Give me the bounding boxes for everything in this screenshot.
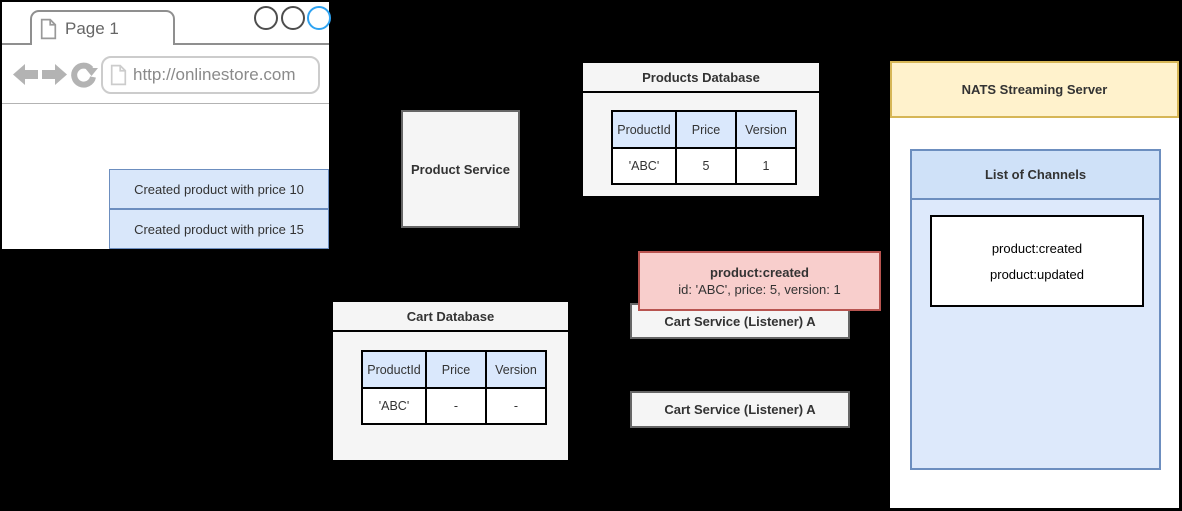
refresh-icon[interactable] bbox=[70, 61, 98, 88]
back-arrow-icon[interactable] bbox=[12, 61, 39, 88]
table-cell: 5 bbox=[675, 147, 737, 185]
table-cell: - bbox=[485, 387, 547, 425]
forward-arrow-icon[interactable] bbox=[41, 61, 68, 88]
channels-container: List of Channels product:created product… bbox=[910, 149, 1161, 470]
tab-label: Page 1 bbox=[65, 18, 119, 38]
table-header-cell: Price bbox=[675, 110, 737, 149]
table-header-cell: ProductId bbox=[361, 350, 427, 389]
table-cell: - bbox=[425, 387, 487, 425]
cart-service-listener-2: Cart Service (Listener) A bbox=[630, 391, 850, 428]
table-row: 'ABC' 5 1 bbox=[611, 147, 797, 185]
table-header-row: ProductId Price Version bbox=[611, 110, 797, 149]
channel-list: product:created product:updated bbox=[930, 215, 1144, 307]
table-header-cell: ProductId bbox=[611, 110, 677, 149]
channel-item: product:updated bbox=[990, 266, 1084, 282]
browser-event-row-1: Created product with price 10 bbox=[109, 169, 329, 209]
browser-event-row-2: Created product with price 15 bbox=[109, 209, 329, 249]
products-database-table: ProductId Price Version 'ABC' 5 1 bbox=[611, 110, 797, 185]
url-text: http://onlinestore.com bbox=[133, 65, 296, 84]
table-cell: 1 bbox=[735, 147, 797, 185]
table-header-row: ProductId Price Version bbox=[361, 350, 547, 389]
products-database-box: Products Database ProductId Price Versio… bbox=[581, 61, 821, 198]
table-header-cell: Price bbox=[425, 350, 487, 389]
window-circle-button-active[interactable] bbox=[307, 6, 331, 30]
nats-panel: NATS Streaming Server List of Channels p… bbox=[890, 61, 1179, 508]
url-bar[interactable]: http://onlinestore.com bbox=[101, 56, 320, 94]
message-title: product:created bbox=[710, 265, 809, 280]
page-icon bbox=[40, 18, 57, 40]
product-service-box: Product Service bbox=[401, 110, 520, 228]
window-circle-button-2[interactable] bbox=[281, 6, 305, 30]
cart-database-table: ProductId Price Version 'ABC' - - bbox=[361, 350, 547, 425]
product-created-message: product:created id: 'ABC', price: 5, ver… bbox=[638, 251, 881, 311]
channels-title: List of Channels bbox=[912, 151, 1159, 200]
channel-item: product:created bbox=[991, 240, 1083, 256]
toolbar-divider bbox=[2, 103, 329, 104]
nats-title: NATS Streaming Server bbox=[890, 61, 1179, 118]
table-header-cell: Version bbox=[735, 110, 797, 149]
message-body: id: 'ABC', price: 5, version: 1 bbox=[678, 282, 841, 297]
table-header-cell: Version bbox=[485, 350, 547, 389]
cart-database-title: Cart Database bbox=[333, 302, 568, 332]
cart-database-box: Cart Database ProductId Price Version 'A… bbox=[331, 300, 570, 462]
table-cell: 'ABC' bbox=[361, 387, 427, 425]
table-cell: 'ABC' bbox=[611, 147, 677, 185]
products-database-title: Products Database bbox=[583, 63, 819, 93]
browser-tab[interactable]: Page 1 bbox=[30, 10, 175, 45]
browser-window: Page 1 http://onlinestore.com Created pr… bbox=[0, 0, 331, 251]
page-icon bbox=[110, 64, 127, 86]
window-circle-button-1[interactable] bbox=[254, 6, 278, 30]
table-row: 'ABC' - - bbox=[361, 387, 547, 425]
